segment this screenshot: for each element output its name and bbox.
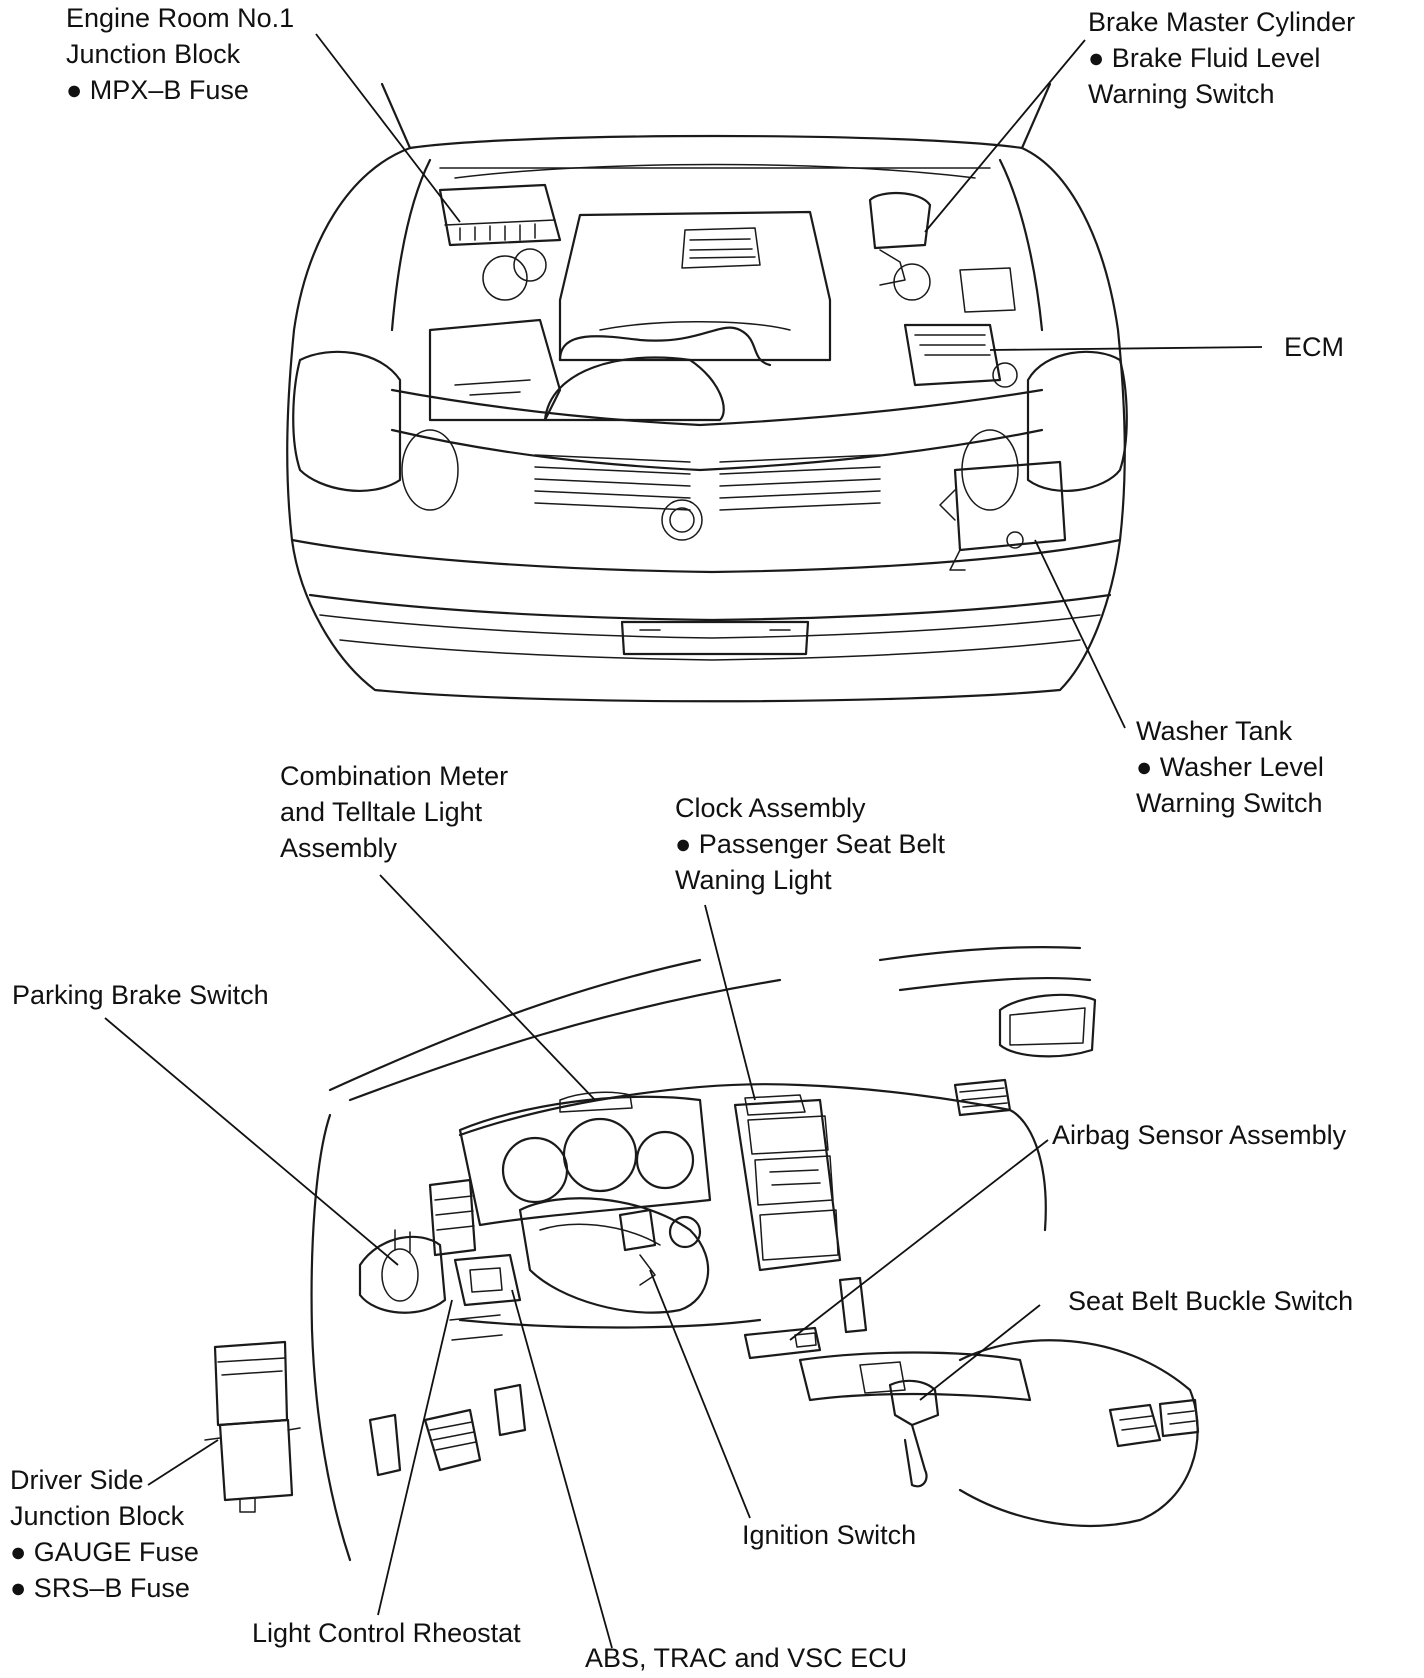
engine-bay-illustration [286,82,1128,703]
leader-clock-assembly [704,904,756,1101]
label-driver-side-jb: Driver Side Junction Block ● GAUGE Fuse … [10,1465,199,1603]
label-clock-assembly: Clock Assembly ● Passenger Seat Belt Wan… [675,793,945,895]
leader-light-control [377,1299,453,1616]
leader-combination-meter [379,874,596,1101]
label-ecm: ECM [1284,332,1344,362]
leader-driver-side-jb [147,1439,219,1486]
label-combination-meter: Combination Meter and Telltale Light Ass… [280,761,509,863]
leader-brake-master [924,39,1086,233]
label-parking-brake-switch: Parking Brake Switch [12,980,269,1010]
leader-parking-brake [104,1017,399,1266]
leader-washer-tank [1034,539,1126,729]
leader-airbag-sensor [789,1139,1049,1341]
label-light-control-rheostat: Light Control Rheostat [252,1618,521,1648]
leader-abs-ecu [511,1289,613,1649]
label-brake-master-cylinder: Brake Master Cylinder ● Brake Fluid Leve… [1088,7,1356,109]
leader-engine-room-jb [315,33,461,223]
leader-ecm [989,346,1263,351]
leader-ignition-switch [649,1269,751,1519]
dashboard-illustration [204,946,1200,1562]
leader-seat-belt-buckle [919,1304,1041,1401]
label-airbag-sensor: Airbag Sensor Assembly [1052,1120,1347,1150]
label-abs-trac-vsc-ecu: ABS, TRAC and VSC ECU [585,1643,908,1673]
label-seat-belt-buckle-switch: Seat Belt Buckle Switch [1068,1286,1354,1316]
label-ignition-switch: Ignition Switch [742,1520,917,1550]
leader-lines [104,33,1263,1649]
label-washer-tank: Washer Tank ● Washer Level Warning Switc… [1136,716,1324,818]
label-engine-room-jb: Engine Room No.1 Junction Block ● MPX–B … [66,3,295,105]
